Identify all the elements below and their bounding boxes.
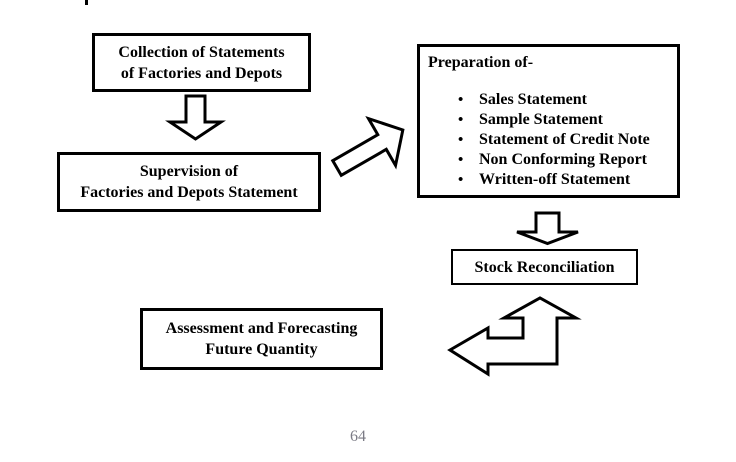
page-number: 64 [350, 428, 366, 445]
prep-item-label: Sample Statement [479, 111, 603, 128]
down-arrow-2-icon [516, 211, 579, 246]
box-preparation: Preparation of- • Sales Statement • Sample… [417, 44, 680, 198]
top-tick-mark [85, 0, 88, 5]
prep-item-label: Written-off Statement [479, 171, 631, 188]
bullet-icon: • [458, 92, 464, 108]
box-collection-line2: of Factories and Depots [120, 64, 283, 82]
box-collection: Collection of Statements of Factories an… [92, 33, 311, 92]
box-supervision: Supervision of Factories and Depots Stat… [57, 152, 321, 212]
box-collection-line1: Collection of Statements [118, 43, 285, 61]
prep-list-item: • Non Conforming Report [458, 150, 669, 170]
box-assessment: Assessment and Forecasting Future Quanti… [140, 308, 383, 370]
bullet-icon: • [458, 172, 464, 188]
preparation-list: • Sales Statement • Sample Statement • Stat… [428, 90, 669, 190]
box-stock-reconciliation: Stock Reconciliation [451, 249, 638, 285]
prep-item-label: Sales Statement [479, 91, 587, 108]
bullet-icon: • [458, 132, 464, 148]
prep-item-label: Non Conforming Report [479, 151, 647, 168]
box-assessment-line2: Future Quantity [205, 341, 318, 358]
prep-list-item: • Sample Statement [458, 110, 669, 130]
down-arrow-1-icon [165, 94, 226, 141]
up-right-arrow-icon [330, 115, 405, 178]
prep-list-item: • Written-off Statement [458, 170, 669, 190]
prep-list-item: • Sales Statement [458, 90, 669, 110]
left-up-arrow-icon [447, 296, 582, 377]
box-assessment-line1: Assessment and Forecasting [165, 320, 358, 337]
preparation-heading: Preparation of- [428, 54, 534, 71]
box-supervision-line2: Factories and Depots Statement [80, 184, 298, 201]
box-stock-label: Stock Reconciliation [474, 258, 615, 276]
box-supervision-line1: Supervision of [139, 163, 239, 180]
prep-list-item: • Statement of Credit Note [458, 130, 669, 150]
bullet-icon: • [458, 152, 464, 168]
bullet-icon: • [458, 112, 464, 128]
prep-item-label: Statement of Credit Note [479, 131, 650, 148]
